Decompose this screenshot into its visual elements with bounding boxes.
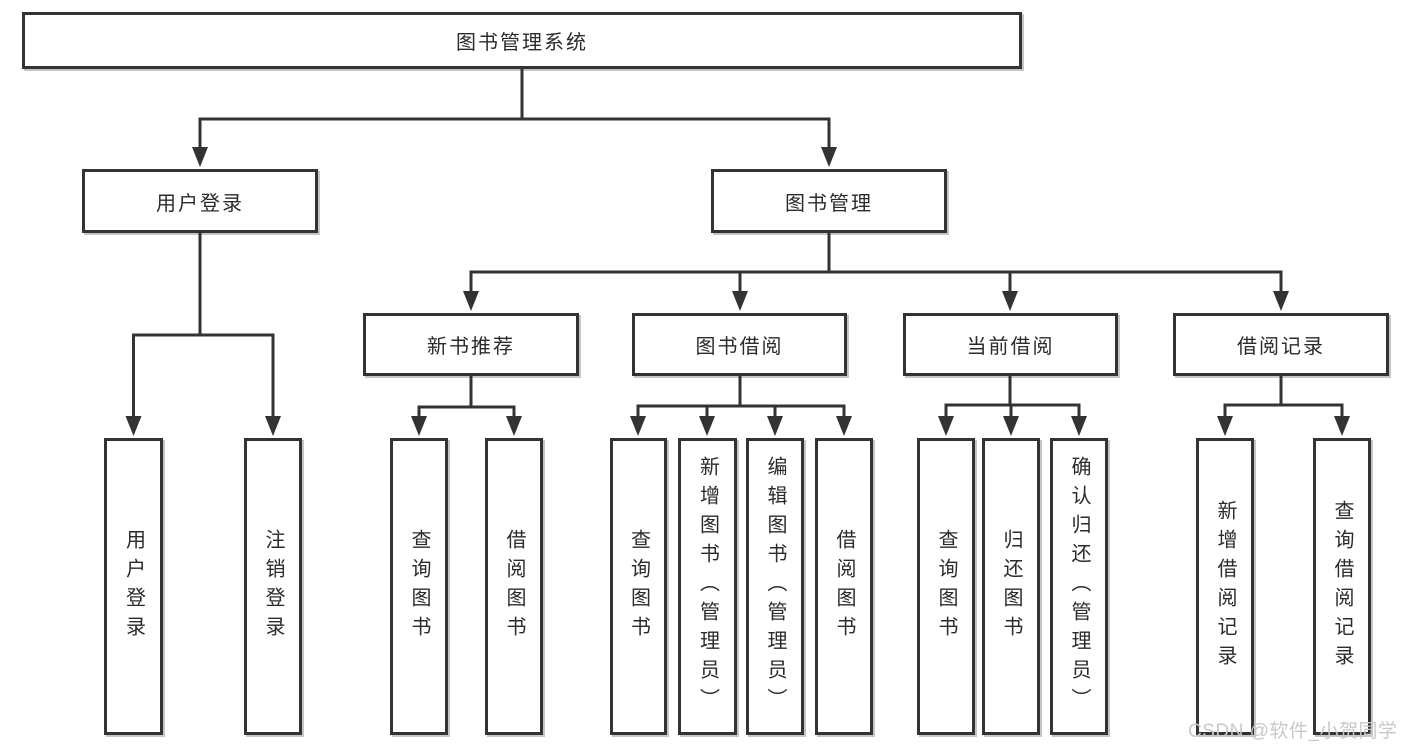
leaf-edit-books-admin: 编辑图书（管理员） [746, 438, 804, 735]
node-label: 注销登录 [262, 528, 284, 645]
leaf-add-borrow-record: 新增借阅记录 [1196, 438, 1254, 735]
node-label: 编辑图书（管理员） [764, 456, 786, 717]
node-book-borrow: 图书借阅 [632, 313, 847, 376]
node-label: 借阅图书 [833, 528, 855, 645]
leaf-borrow-query-books: 查询图书 [610, 438, 667, 735]
node-label: 图书管理系统 [456, 32, 588, 54]
node-label: 图书管理 [785, 192, 873, 215]
leaf-confirm-return-admin: 确认归还（管理员） [1050, 438, 1108, 735]
leaf-add-books-admin: 新增图书（管理员） [678, 438, 737, 735]
node-label: 查询图书 [408, 528, 430, 645]
node-label: 新增借阅记录 [1214, 499, 1236, 674]
node-label: 新书推荐 [427, 336, 515, 358]
leaf-return-books: 归还图书 [982, 438, 1040, 735]
leaf-user-login: 用户登录 [104, 438, 163, 735]
leaf-logout: 注销登录 [244, 438, 302, 735]
node-label: 查询借阅记录 [1331, 499, 1353, 674]
leaf-recommend-borrow-books: 借阅图书 [485, 438, 543, 735]
node-current-borrow: 当前借阅 [903, 313, 1118, 376]
node-label: 借阅记录 [1237, 336, 1325, 358]
node-label: 查询图书 [627, 528, 650, 645]
leaf-query-borrow-record: 查询借阅记录 [1313, 438, 1371, 735]
node-label: 用户登录 [122, 528, 145, 645]
node-root: 图书管理系统 [22, 12, 1022, 69]
watermark-text: CSDN @软件_小贺同学 [1188, 721, 1398, 742]
node-user-login: 用户登录 [82, 169, 318, 233]
node-borrow-records: 借阅记录 [1173, 313, 1389, 376]
node-label: 查询图书 [935, 528, 957, 645]
node-label: 用户登录 [156, 192, 244, 215]
node-label: 确认归还（管理员） [1068, 456, 1090, 717]
node-book-management: 图书管理 [711, 169, 947, 233]
node-label: 当前借阅 [966, 336, 1055, 358]
node-label: 借阅图书 [503, 528, 525, 645]
node-new-book-recommend: 新书推荐 [363, 313, 579, 376]
node-label: 新增图书（管理员） [696, 456, 719, 717]
leaf-current-query-books: 查询图书 [917, 438, 975, 735]
leaf-recommend-query-books: 查询图书 [390, 438, 448, 735]
node-label: 归还图书 [1000, 528, 1022, 645]
leaf-borrow-borrow-books: 借阅图书 [815, 438, 873, 735]
node-label: 图书借阅 [695, 336, 784, 358]
